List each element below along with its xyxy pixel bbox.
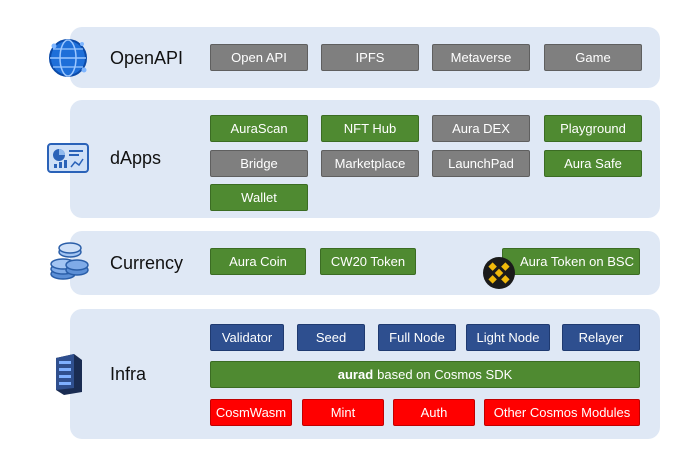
layer-label-infra: Infra [110, 364, 147, 384]
openapi-item-open-api: Open API [210, 44, 308, 71]
coins-icon [46, 240, 92, 286]
currency-item-aura-coin: Aura Coin [210, 248, 306, 275]
dapp-item-aura-dex: Aura DEX [432, 115, 530, 142]
server-icon [50, 352, 86, 396]
dapp-item-aura-safe: Aura Safe [544, 150, 642, 177]
infra-node-validator: Validator [210, 324, 284, 351]
layer-label-openapi: OpenAPI [110, 48, 184, 68]
openapi-item-metaverse: Metaverse [432, 44, 530, 71]
binance-icon [482, 256, 516, 290]
infra-node-seed: Seed [297, 324, 365, 351]
currency-item-aura-token-on-bsc: Aura Token on BSC [502, 248, 640, 275]
dapp-item-launchpad: LaunchPad [432, 150, 530, 177]
infra-node-light-node: Light Node [466, 324, 550, 351]
infra-module-mint: Mint [302, 399, 384, 426]
currency-item-cw20-token: CW20 Token [320, 248, 416, 275]
openapi-item-ipfs: IPFS [321, 44, 419, 71]
infra-core-rest: based on Cosmos SDK [377, 367, 513, 382]
dapp-item-playground: Playground [544, 115, 642, 142]
infra-module-auth: Auth [393, 399, 475, 426]
layer-label-dapps: dApps [110, 148, 162, 168]
dapp-item-aurascan: AuraScan [210, 115, 308, 142]
dapp-item-nft-hub: NFT Hub [321, 115, 419, 142]
dapp-item-bridge: Bridge [210, 150, 308, 177]
infra-node-relayer: Relayer [562, 324, 640, 351]
openapi-item-game: Game [544, 44, 642, 71]
infra-core-aurad: aurad based on Cosmos SDK [210, 361, 640, 388]
dashboard-icon [44, 138, 92, 178]
globe-icon [46, 36, 90, 80]
infra-core-bold: aurad [337, 367, 374, 382]
infra-module-other-cosmos-modules: Other Cosmos Modules [484, 399, 640, 426]
layer-label-currency: Currency [110, 253, 184, 273]
infra-node-full-node: Full Node [378, 324, 456, 351]
dapp-item-marketplace: Marketplace [321, 150, 419, 177]
infra-module-cosmwasm: CosmWasm [210, 399, 292, 426]
dapp-item-wallet: Wallet [210, 184, 308, 211]
